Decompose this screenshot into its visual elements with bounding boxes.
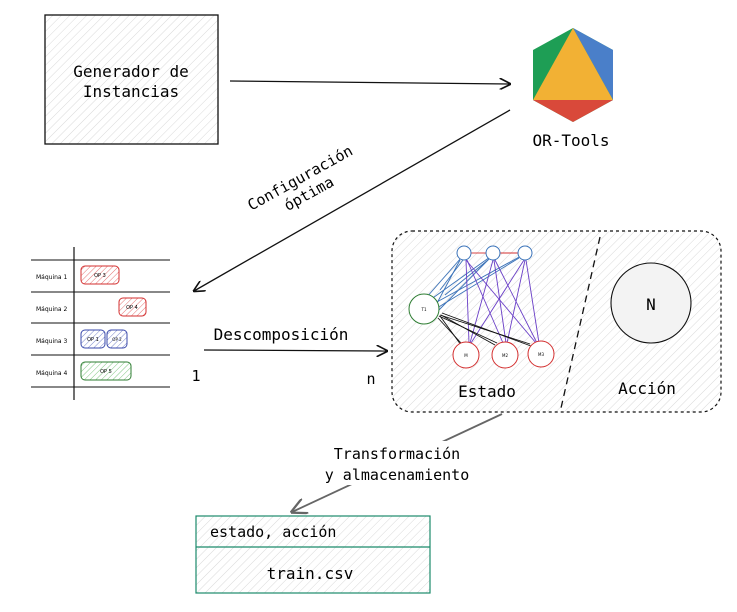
gantt-chart: Máquina 1 Máquina 2 Máquina 3 Máquina 4 … — [31, 247, 170, 400]
transform-label-line1: Transformación — [334, 445, 460, 463]
gantt-machine-label: Máquina 2 — [36, 306, 68, 313]
gantt-op-label: OP 3 — [94, 273, 106, 279]
csv-header: estado, acción — [210, 523, 336, 541]
gantt-count-label: 1 — [191, 367, 200, 385]
transform-label-bg — [324, 441, 476, 485]
action-node-label: N — [646, 295, 656, 314]
graph-machine-node-label: T1 — [421, 307, 427, 312]
gantt-op-block — [106, 329, 128, 349]
gantt-op-block — [80, 265, 120, 285]
gantt-op-block — [118, 297, 147, 317]
gantt-op-label: OP 1 — [87, 337, 99, 343]
graph-machine-node — [408, 293, 440, 325]
gantt-machine-label: Máquina 4 — [36, 370, 68, 377]
state-action-panel: T1 M M2 M3 Estado N Acción — [391, 230, 722, 413]
gantt-op-block — [80, 329, 106, 349]
decomposition-label: Descomposición — [214, 325, 349, 344]
gantt-op-label: OP 2 — [112, 337, 122, 342]
graph-top-node — [517, 245, 533, 261]
graph-top-node — [485, 245, 501, 261]
graph-red-node-label: M — [464, 353, 468, 358]
gantt-machine-label: Máquina 3 — [36, 338, 68, 345]
generator-label-line1: Generador de — [73, 62, 189, 81]
graph-red-node — [527, 340, 555, 368]
generator-box: Generador de Instancias — [44, 14, 219, 145]
arrow-generator-to-ortools — [229, 81, 510, 84]
arrow-ortools-to-gantt — [194, 109, 511, 291]
state-graph: T1 M M2 M3 — [408, 245, 555, 369]
csv-filename: train.csv — [267, 564, 354, 583]
ortools-logo-icon — [533, 28, 613, 122]
gantt-op-label: OP 5 — [100, 369, 112, 375]
config-label: Configuración óptima — [244, 142, 355, 215]
action-label: Acción — [618, 379, 676, 398]
ortools-label: OR-Tools — [532, 131, 609, 150]
graph-red-node — [452, 341, 480, 369]
gantt-op-block — [80, 361, 132, 381]
graph-red-node-label: M2 — [502, 353, 508, 358]
state-label: Estado — [458, 382, 516, 401]
transform-label-line2: y almacenamiento — [325, 466, 470, 484]
arrow-decomposition — [203, 350, 387, 351]
graph-red-node — [491, 341, 519, 369]
generator-label-line2: Instancias — [83, 82, 179, 101]
graph-top-node — [456, 245, 472, 261]
gantt-op-label: OP 4 — [126, 305, 138, 311]
graph-red-node-label: M3 — [538, 352, 544, 357]
action-node — [610, 262, 692, 344]
csv-file-box: estado, acción train.csv — [195, 515, 431, 594]
decomposition-count-label: n — [366, 370, 375, 388]
gantt-machine-label: Máquina 1 — [36, 274, 68, 281]
state-action-divider — [560, 236, 601, 409]
